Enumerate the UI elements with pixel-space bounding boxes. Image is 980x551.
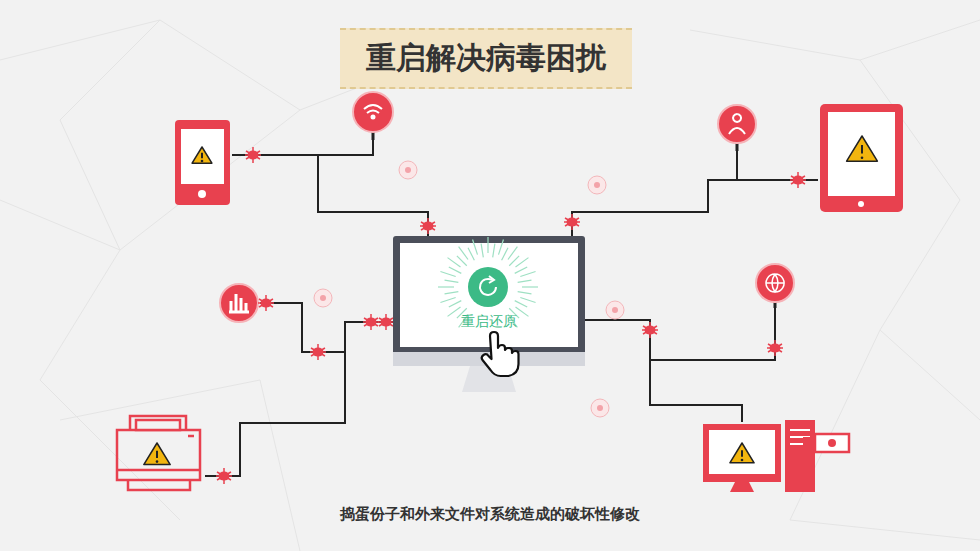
virus-bugs	[216, 147, 806, 484]
tablet	[820, 104, 903, 212]
button-label: 重启还原	[400, 313, 578, 331]
caption: 捣蛋份子和外来文件对系统造成的破坏性修改	[340, 505, 640, 524]
phone	[175, 120, 230, 205]
monitor-screen: 重启还原	[400, 243, 578, 347]
title-banner: 重启解决病毒困扰	[340, 28, 632, 89]
monitor	[393, 236, 585, 392]
desktop-computer	[703, 420, 849, 492]
network-background	[0, 20, 980, 551]
devices	[117, 92, 903, 492]
wifi-icon	[364, 105, 382, 119]
printer	[117, 416, 200, 490]
